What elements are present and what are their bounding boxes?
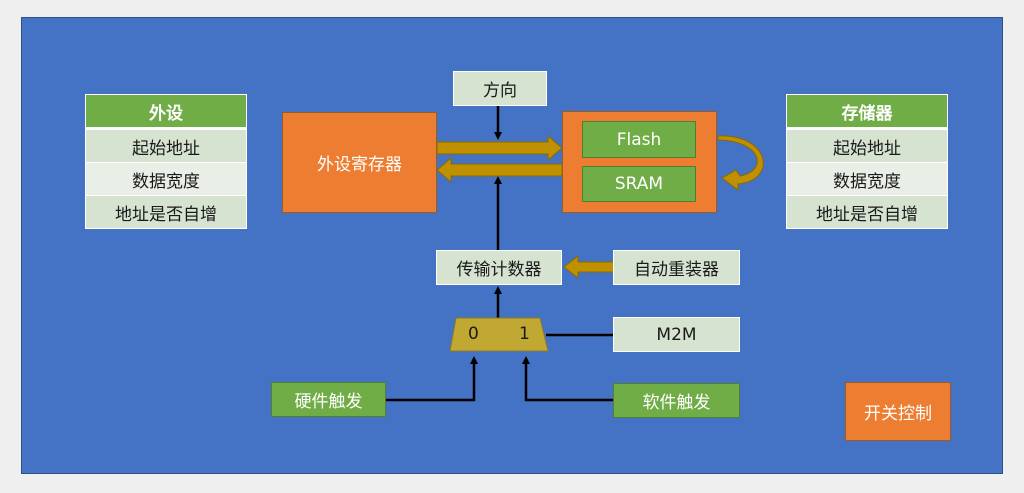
peripheral-data-width: 数据宽度 [86,162,246,195]
peripheral-table: 外设 起始地址 数据宽度 地址是否自增 [85,94,247,229]
memory-loop-arrow [717,135,764,191]
auto-reload-arrow [563,254,615,280]
bus-arrow-left [436,156,563,184]
mux-input-1-label: 1 [519,324,530,344]
peripheral-start-address: 起始地址 [86,127,246,162]
memory-address-increment: 地址是否自增 [787,195,947,228]
peripheral-table-header: 外设 [86,95,246,127]
memory-table: 存储器 起始地址 数据宽度 地址是否自增 [786,94,948,229]
mux-shape [449,317,549,352]
memory-start-address: 起始地址 [787,127,947,162]
hardware-trigger-box: 硬件触发 [271,382,386,417]
m2m-box: M2M [613,317,740,352]
transfer-counter-box: 传输计数器 [436,250,562,285]
peripheral-register-box: 外设寄存器 [282,112,437,213]
software-trigger-box: 软件触发 [613,383,740,418]
mux-input-0-label: 0 [468,324,479,344]
flash-box: Flash [582,121,696,158]
peripheral-address-increment: 地址是否自增 [86,195,246,228]
direction-box: 方向 [453,71,547,106]
memory-data-width: 数据宽度 [787,162,947,195]
software-trigger-wire [522,356,614,402]
hardware-trigger-wire [386,356,478,402]
bus-arrow-right [436,134,563,162]
memory-table-header: 存储器 [787,95,947,127]
sram-box: SRAM [582,166,696,202]
auto-reload-box: 自动重装器 [613,250,740,285]
switch-control-box: 开关控制 [845,382,951,441]
